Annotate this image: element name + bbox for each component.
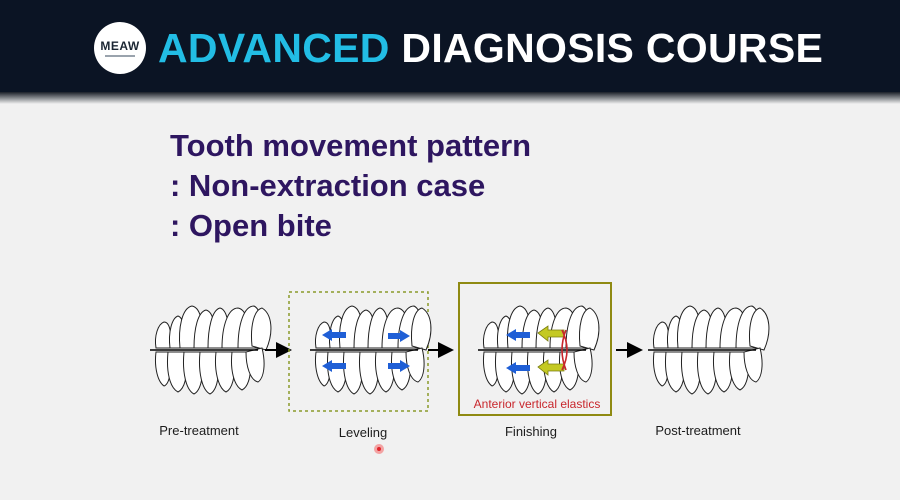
blue-arrow-left-lower	[506, 362, 530, 374]
tooth-movement-diagram	[149, 282, 770, 416]
course-title-accent: ADVANCED	[158, 25, 390, 71]
blue-arrow-right-upper	[388, 330, 410, 342]
blue-arrow-left-upper	[506, 329, 530, 341]
slide-heading-line-1: Tooth movement pattern	[170, 128, 532, 163]
blue-arrow-right-lower	[388, 360, 410, 372]
course-title-main: DIAGNOSIS COURSE	[401, 25, 824, 71]
slide-heading-line-2: : Non-extraction case	[170, 168, 486, 203]
logo-underline	[105, 54, 135, 57]
anterior-elastics-label: Anterior vertical elastics	[473, 397, 601, 411]
course-title: ADVANCED DIAGNOSIS COURSE	[158, 23, 823, 73]
pre-treatment-dentition	[149, 305, 272, 395]
meaw-logo: MEAW	[94, 22, 146, 74]
stage-caption-finishing: Finishing	[504, 424, 558, 439]
finishing-dentition	[477, 305, 600, 395]
stage-caption-pre-treatment: Pre-treatment	[159, 423, 239, 438]
leveling-movement-arrows	[322, 329, 410, 372]
post-treatment-dentition	[647, 305, 770, 395]
course-banner: MEAW ADVANCED DIAGNOSIS COURSE	[0, 0, 900, 92]
blue-arrow-left-lower	[322, 360, 346, 372]
banner-shadow	[0, 92, 900, 104]
logo-text: MEAW	[100, 38, 140, 53]
stage-caption-leveling: Leveling	[338, 425, 388, 440]
stage-caption-post-treatment: Post-treatment	[655, 423, 741, 438]
slide-heading-line-3: : Open bite	[170, 208, 332, 243]
leveling-box	[288, 291, 429, 412]
elastic-band	[561, 329, 568, 371]
finishing-movement-arrows	[506, 325, 568, 376]
blue-arrow-left-upper	[322, 329, 346, 341]
laser-pointer-dot	[374, 444, 384, 454]
finishing-box	[458, 282, 612, 416]
leveling-dentition	[309, 305, 432, 395]
